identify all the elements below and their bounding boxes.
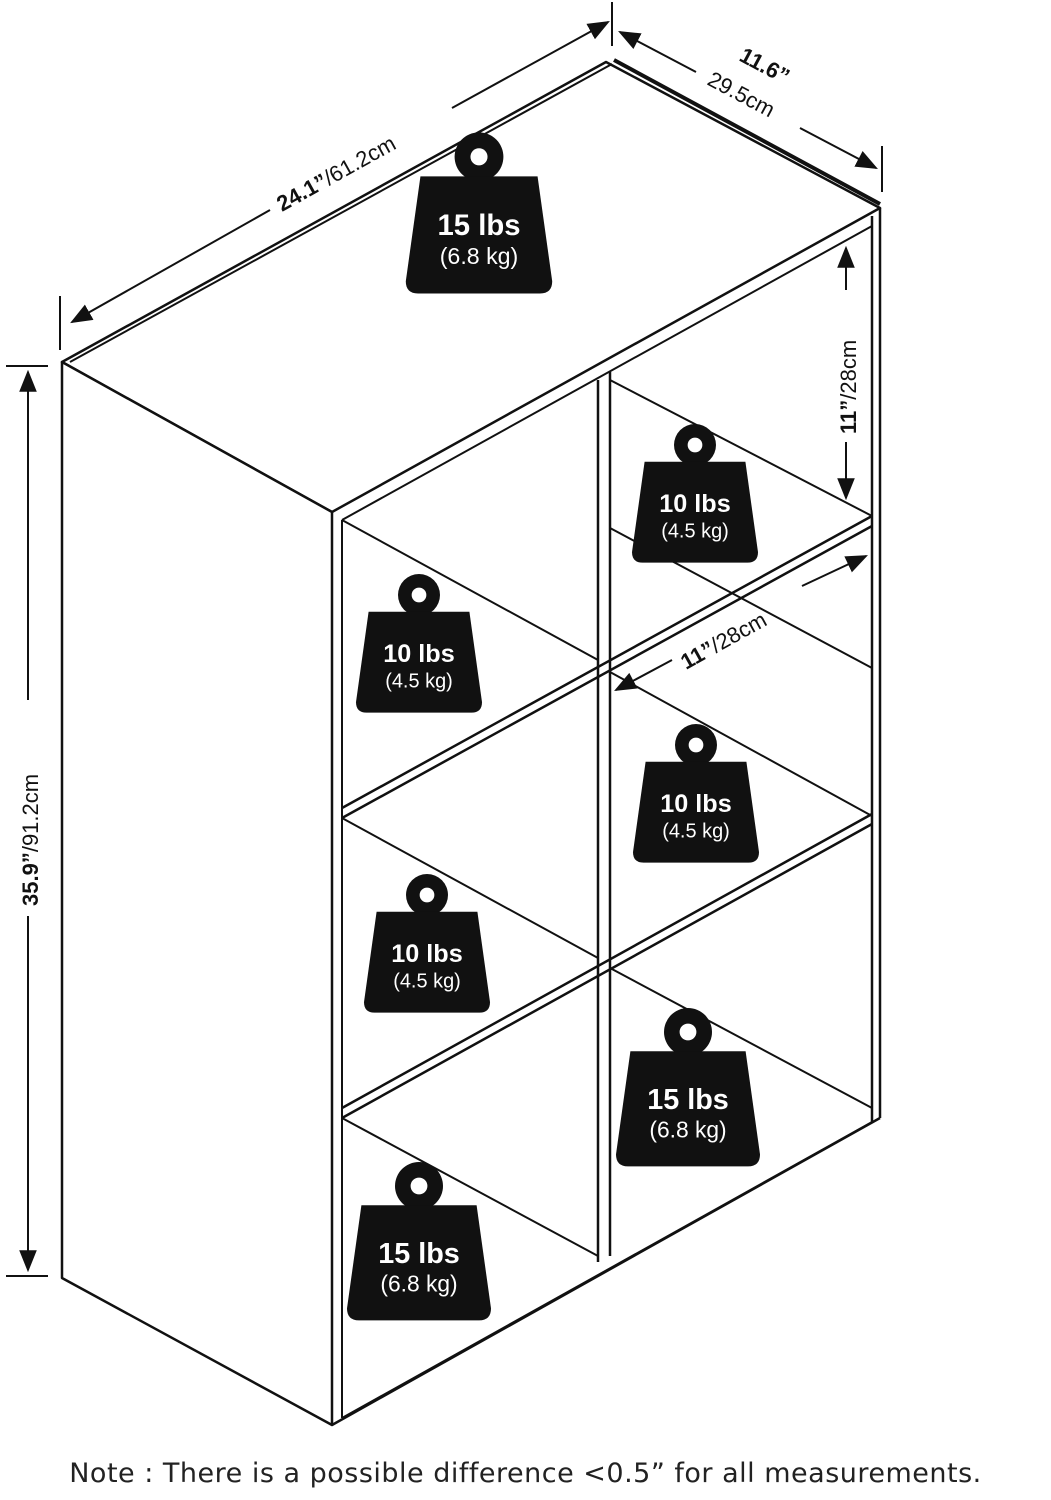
cube-height-metric: /28cm (836, 340, 861, 400)
right-side-edge (870, 208, 882, 1122)
svg-text:35.9”/91.2cm: 35.9”/91.2cm (18, 774, 43, 906)
height-imperial: 35.9” (18, 852, 43, 906)
weight-left-upper-lbs: 10 lbs (383, 640, 454, 668)
cube-height-imperial: 11” (836, 400, 861, 434)
weight-top-kg: (6.8 kg) (440, 243, 519, 269)
top-back-edge (613, 58, 881, 206)
lower-cube-perspective (341, 967, 873, 1257)
middle-cube-perspective (341, 671, 873, 959)
weight-right-upper-lbs: 10 lbs (659, 490, 730, 518)
weight-icon-left-middle: 10 lbs (4.5 kg) (364, 874, 490, 1013)
weight-icon-top: 15 lbs (6.8 kg) (405, 132, 553, 294)
weight-icon-left-lower: 15 lbs (6.8 kg) (347, 1162, 491, 1321)
weight-right-middle-kg: (4.5 kg) (662, 820, 730, 842)
bottom-inner-edge (341, 1121, 873, 1419)
weight-right-lower-kg: (6.8 kg) (649, 1117, 726, 1143)
weight-icon-left-upper: 10 lbs (4.5 kg) (356, 574, 482, 713)
cube-height-dimension: 11”/28cm (836, 245, 861, 501)
weight-left-middle-kg: (4.5 kg) (393, 970, 461, 992)
shelf-1 (341, 514, 873, 820)
weight-left-upper-kg: (4.5 kg) (385, 670, 453, 692)
weight-right-middle-lbs: 10 lbs (660, 790, 731, 818)
weight-left-lower-lbs: 15 lbs (378, 1238, 460, 1270)
left-side-panel (60, 360, 334, 1427)
weight-icon-right-upper: 10 lbs (4.5 kg) (632, 424, 758, 563)
upper-cube-inner-top (341, 225, 873, 521)
svg-text:11”/28cm: 11”/28cm (836, 340, 861, 434)
center-divider (596, 372, 612, 1262)
weight-left-lower-kg: (6.8 kg) (380, 1271, 457, 1297)
weight-right-upper-kg: (4.5 kg) (661, 520, 729, 542)
cube-depth-metric: /28cm (706, 607, 771, 658)
measurement-note: Note : There is a possible difference <0… (69, 1458, 982, 1489)
shelf-2 (341, 812, 873, 1120)
height-metric: /91.2cm (18, 774, 43, 852)
weight-top-lbs: 15 lbs (438, 209, 521, 242)
height-dimension: 35.9”/91.2cm (6, 365, 48, 1277)
weight-icon-right-lower: 15 lbs (6.8 kg) (616, 1008, 760, 1167)
weight-left-middle-lbs: 10 lbs (391, 940, 462, 968)
top-front-edge (69, 63, 613, 363)
cube-depth-dimension: 11”/28cm (614, 555, 868, 692)
weight-icon-right-middle: 10 lbs (4.5 kg) (633, 724, 759, 863)
weight-right-lower-lbs: 15 lbs (647, 1084, 729, 1116)
